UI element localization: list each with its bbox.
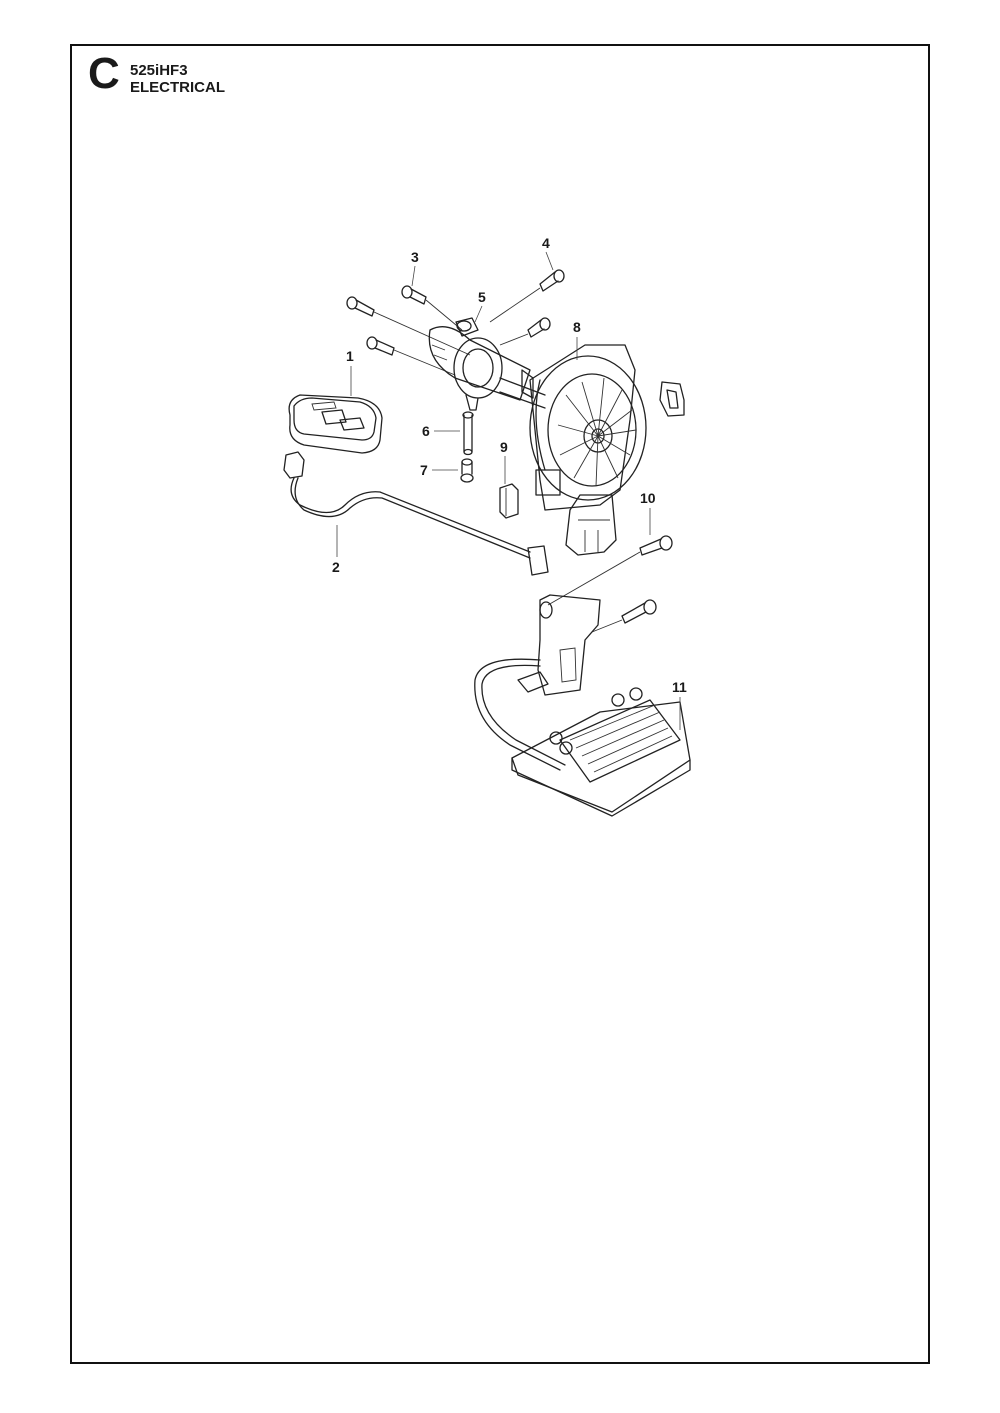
screw-10	[639, 535, 673, 556]
svg-text:5: 5	[478, 289, 486, 305]
title-block: 525iHF3 ELECTRICAL	[130, 62, 225, 96]
screw-7	[460, 458, 474, 483]
switch-module	[517, 594, 601, 696]
model-number: 525iHF3	[130, 62, 188, 79]
screw-lower	[621, 599, 657, 624]
screw-right-mid	[527, 317, 551, 338]
svg-text:2: 2	[332, 559, 340, 575]
fan-assembly	[521, 344, 647, 511]
motor-housing	[428, 317, 531, 411]
svg-text:8: 8	[573, 319, 581, 335]
callout-6: 6	[422, 423, 460, 439]
section-title: ELECTRICAL	[130, 79, 225, 96]
page-frame	[70, 44, 930, 1364]
callout-11: 11	[672, 679, 687, 730]
switch-panel	[288, 394, 383, 454]
plug-9	[499, 483, 519, 519]
svg-text:3: 3	[411, 249, 419, 265]
cable-harness	[283, 451, 549, 576]
section-letter: C	[88, 49, 120, 98]
svg-text:7: 7	[420, 462, 428, 478]
screw-3	[401, 285, 427, 305]
svg-text:11: 11	[672, 679, 687, 695]
callout-10: 10	[640, 490, 656, 535]
screw-left-upper	[346, 296, 375, 317]
callout-5: 5	[474, 289, 486, 323]
screw-6	[462, 411, 474, 456]
callout-4: 4	[542, 235, 554, 271]
callout-9: 9	[500, 439, 508, 484]
grommet	[659, 381, 685, 417]
screw-4	[539, 269, 565, 292]
svg-text:4: 4	[542, 235, 550, 251]
control-unit	[511, 687, 691, 817]
svg-text:1: 1	[346, 348, 354, 364]
callout-1: 1	[346, 348, 354, 396]
screw-left-lower	[366, 336, 395, 356]
svg-text:10: 10	[640, 490, 656, 506]
callout-8: 8	[573, 319, 581, 360]
callout-2: 2	[332, 525, 340, 575]
callout-7: 7	[420, 462, 458, 478]
callout-3: 3	[411, 249, 419, 287]
svg-text:9: 9	[500, 439, 508, 455]
svg-text:6: 6	[422, 423, 430, 439]
brush-holder	[565, 494, 617, 556]
